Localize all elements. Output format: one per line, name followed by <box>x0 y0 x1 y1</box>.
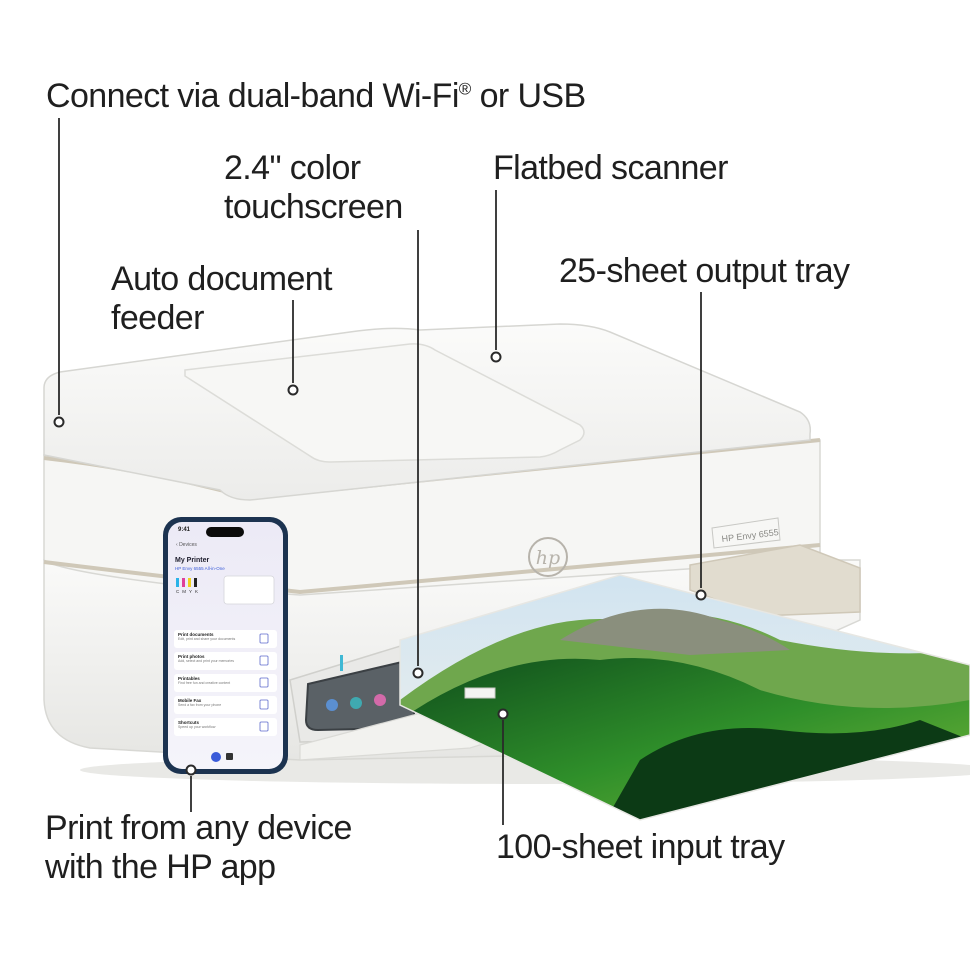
hp-logo-icon <box>528 537 568 577</box>
marker-input-tray <box>497 708 509 720</box>
marker-connectivity <box>53 416 65 428</box>
marker-scanner <box>490 351 502 363</box>
phone-time: 9:41 <box>178 527 191 533</box>
paper-guide <box>464 687 496 699</box>
smartphone <box>163 517 288 774</box>
phone-subtitle: HP Envy 6555 All-in-One <box>175 566 225 571</box>
callout-markers <box>53 351 707 776</box>
svg-text:hp: hp <box>536 547 560 569</box>
marker-touchscreen <box>412 667 424 679</box>
phone-title: My Printer <box>175 557 210 564</box>
dynamic-island <box>206 527 244 537</box>
callout-connectivity: Connect via dual-band Wi-Fi® or USB <box>46 77 586 115</box>
marker-app <box>185 764 197 776</box>
leader-lines <box>58 118 702 825</box>
callout-output-tray: 25-sheet output tray <box>559 252 850 290</box>
marker-output-tray <box>695 589 707 601</box>
adf-cover <box>184 343 585 463</box>
phone-printer-icon <box>226 753 233 760</box>
phone-back-button[interactable]: ‹ Devices <box>176 542 197 548</box>
callout-input-tray: 100-sheet input tray <box>496 828 785 866</box>
output-tray <box>689 544 861 617</box>
phone-back-label: Devices <box>179 542 197 548</box>
phone-ink-labels: CMYK <box>176 589 202 594</box>
callout-scanner: Flatbed scanner <box>493 149 728 187</box>
phone-home-icon <box>211 752 221 762</box>
marker-adf <box>287 384 299 396</box>
